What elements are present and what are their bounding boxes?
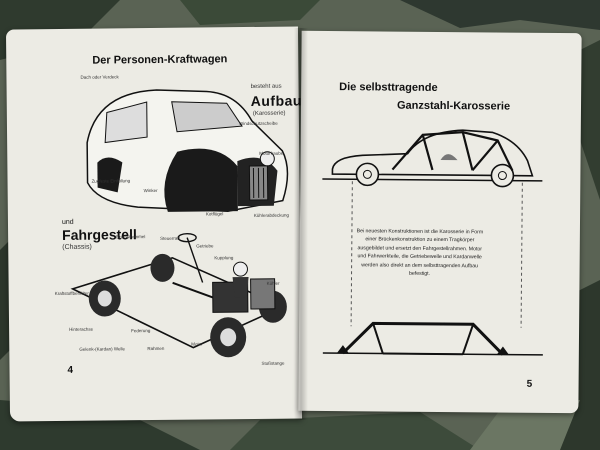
chassis-illustration: [70, 232, 287, 358]
label-rahmen: Rahmen: [147, 345, 165, 352]
label-kraftstoffbehaelter: Kraftstoffbehälter: [54, 290, 89, 297]
label-steuerrad: Steuerrad: [160, 235, 180, 241]
right-title-line2: Ganzstahl-Karosserie: [396, 99, 511, 113]
label-kotfluegel: Kotflügel: [205, 211, 224, 217]
left-page-title: Der Personen-Kraftwagen: [92, 53, 228, 67]
label-federung: Federung: [131, 328, 151, 334]
label-kuehler: Kühler: [266, 280, 280, 286]
und-label: und: [61, 218, 74, 226]
label-einfuellung: Zugfeste Einfüllung: [91, 178, 131, 184]
page-number-right: 5: [526, 378, 533, 390]
label-motor: Motor: [191, 341, 203, 347]
label-bremstrommel: Bremstrommel: [116, 234, 146, 240]
label-hinterachse: Hinterachse: [69, 326, 94, 332]
right-body-text: Bei neuesten Konstruktionen ist die Karo…: [356, 228, 484, 277]
right-title-line1: Die selbsttragende: [339, 81, 438, 94]
label-stossstange: Stoßstange: [261, 360, 285, 366]
label-kardanwelle: Gelenk-(Kardan) Welle: [79, 346, 126, 352]
car-body-illustration: [86, 89, 289, 212]
booklet-gutter: [294, 28, 308, 420]
selbsttragend-car-diagram: [322, 129, 543, 188]
left-page: Der Personen-Kraftwagen besteht aus Aufb…: [5, 26, 303, 422]
bridge-truss-diagram: [322, 321, 543, 356]
dashed-guide-lines: [350, 181, 523, 328]
label-windschutzscheibe: Windschutzscheibe: [238, 120, 278, 127]
label-dach: Dach oder Verdeck: [80, 74, 119, 80]
label-kupplung: Kupplung: [214, 255, 234, 261]
label-getriebe: Getriebe: [196, 243, 214, 249]
label-motorhaube: Motorhaube: [259, 150, 284, 156]
right-page: Die selbsttragende Ganzstahl-Karosserie …: [298, 30, 582, 414]
label-winker: Winker: [143, 187, 158, 194]
open-booklet: Der Personen-Kraftwagen besteht aus Aufb…: [5, 26, 592, 422]
label-kuehlerabdeckung: Kühlerabdeckung: [253, 212, 289, 218]
